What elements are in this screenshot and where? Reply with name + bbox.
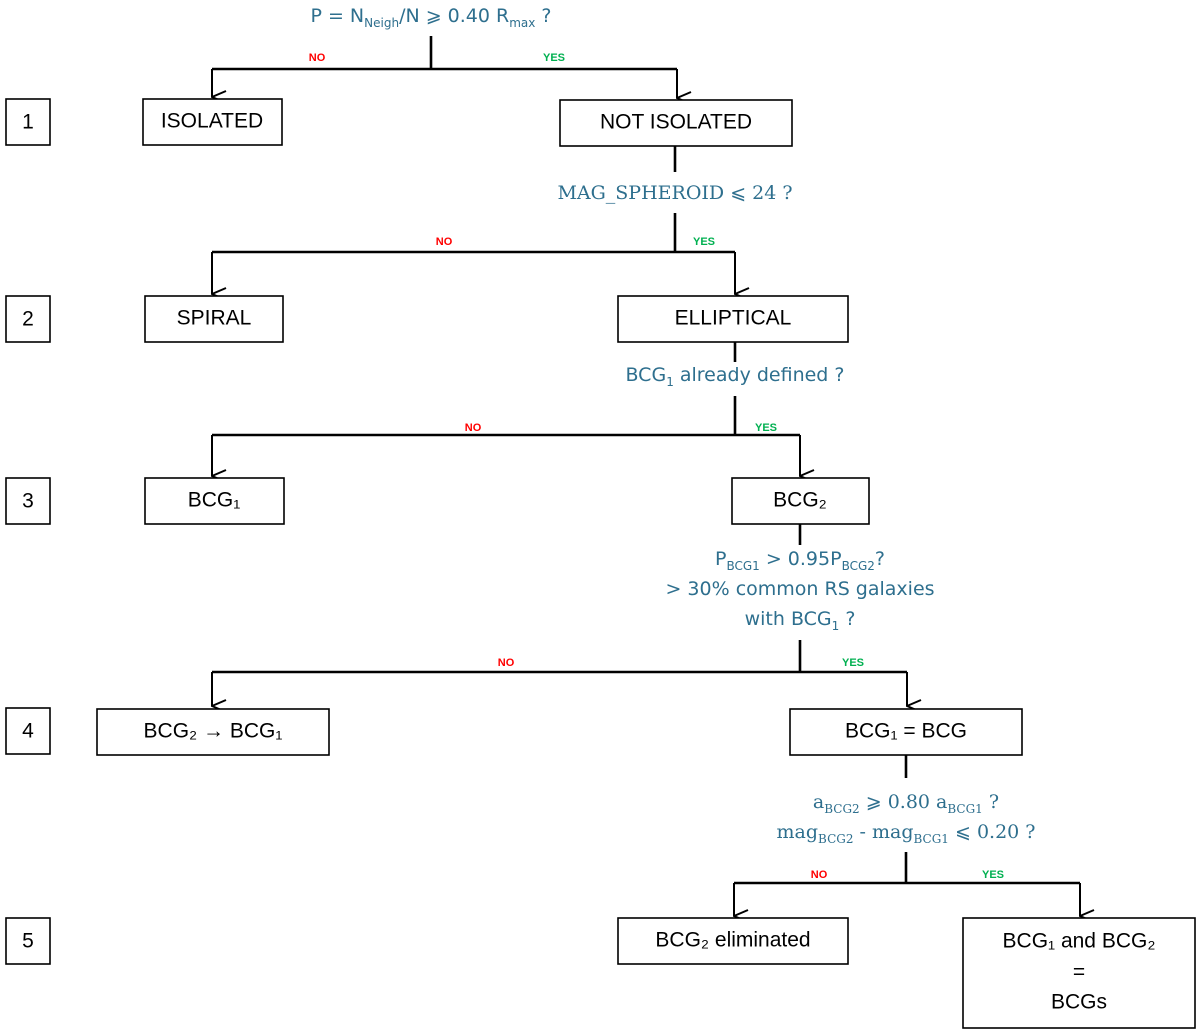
step-1-box: 1 [5,98,51,146]
bcg2-box: BCG₂ [731,477,870,525]
step-2-box: 2 [5,295,51,343]
no-label: NO [309,52,326,64]
question-with-bcg1: with BCG1 ? [745,608,856,633]
svg-text:BCG₁ = BCG: BCG₁ = BCG [845,720,967,743]
step-4-box: 4 [5,707,51,755]
bcg2-to-bcg1-box: BCG₂ → BCG₁ [96,708,330,756]
connector-level-3 [212,396,800,437]
spiral-box: SPIRAL [144,295,284,343]
svg-text:5: 5 [22,930,34,953]
step-5-box: 5 [5,917,51,965]
svg-text:3: 3 [22,490,34,513]
question-common-rs-galaxies: > 30% common RS galaxies [665,578,934,600]
isolated-box: ISOLATED [142,98,283,146]
svg-text:ISOLATED: ISOLATED [161,110,263,133]
svg-text:1: 1 [22,111,34,134]
svg-text:BCG₁: BCG₁ [188,489,241,512]
svg-text:SPIRAL: SPIRAL [177,307,252,330]
svg-text:2: 2 [22,308,34,331]
bcg1-equals-bcg-box: BCG₁ = BCG [789,708,1023,756]
elliptical-box: ELLIPTICAL [617,295,849,343]
no-label: NO [811,869,828,881]
svg-text:BCG₂: BCG₂ [773,489,827,512]
question-bcg-probability: PBCG1 > 0.95PBCG2? [715,548,885,573]
svg-text:=: = [1073,961,1085,984]
no-label: NO [436,236,453,248]
question-magnitude-gap: magBCG2 - magBCG1 ⩽ 0.20 ? [777,821,1036,846]
svg-text:BCG₁ and BCG₂: BCG₁ and BCG₂ [1003,930,1156,953]
bcg1-box: BCG₁ [144,477,285,525]
no-label: NO [465,422,482,434]
svg-text:4: 4 [22,720,34,743]
question-mag-spheroid: MAG_SPHEROID ⩽ 24 ? [557,182,792,204]
svg-text:BCG₂ eliminated: BCG₂ eliminated [655,929,810,952]
svg-text:BCG₂ → BCG₁: BCG₂ → BCG₁ [144,720,283,743]
svg-text:NOT ISOLATED: NOT ISOLATED [600,111,752,134]
question-neighbour-fraction: P = NNeigh/N ⩾ 0.40 Rmax ? [310,5,551,30]
connector-level-5 [734,852,1080,885]
question-bcg1-defined: BCG1 already defined ? [625,364,844,389]
step-3-box: 3 [5,477,51,525]
connector-level-4 [212,640,907,674]
connector-level-2 [212,213,735,254]
no-label: NO [498,657,515,669]
svg-text:ELLIPTICAL: ELLIPTICAL [675,307,792,330]
question-size-ratio: aBCG2 ⩾ 0.80 aBCG1 ? [813,791,999,816]
connector-level-1 [212,36,677,71]
yes-label: YES [982,869,1004,881]
not-isolated-box: NOT ISOLATED [559,99,793,147]
yes-label: YES [543,52,565,64]
yes-label: YES [693,236,715,248]
yes-label: YES [842,657,864,669]
both-bcgs-box: BCG₁ and BCG₂ = BCGs [962,917,1196,1029]
yes-label: YES [755,422,777,434]
bcg2-eliminated-box: BCG₂ eliminated [617,917,849,965]
svg-text:BCGs: BCGs [1051,991,1107,1014]
